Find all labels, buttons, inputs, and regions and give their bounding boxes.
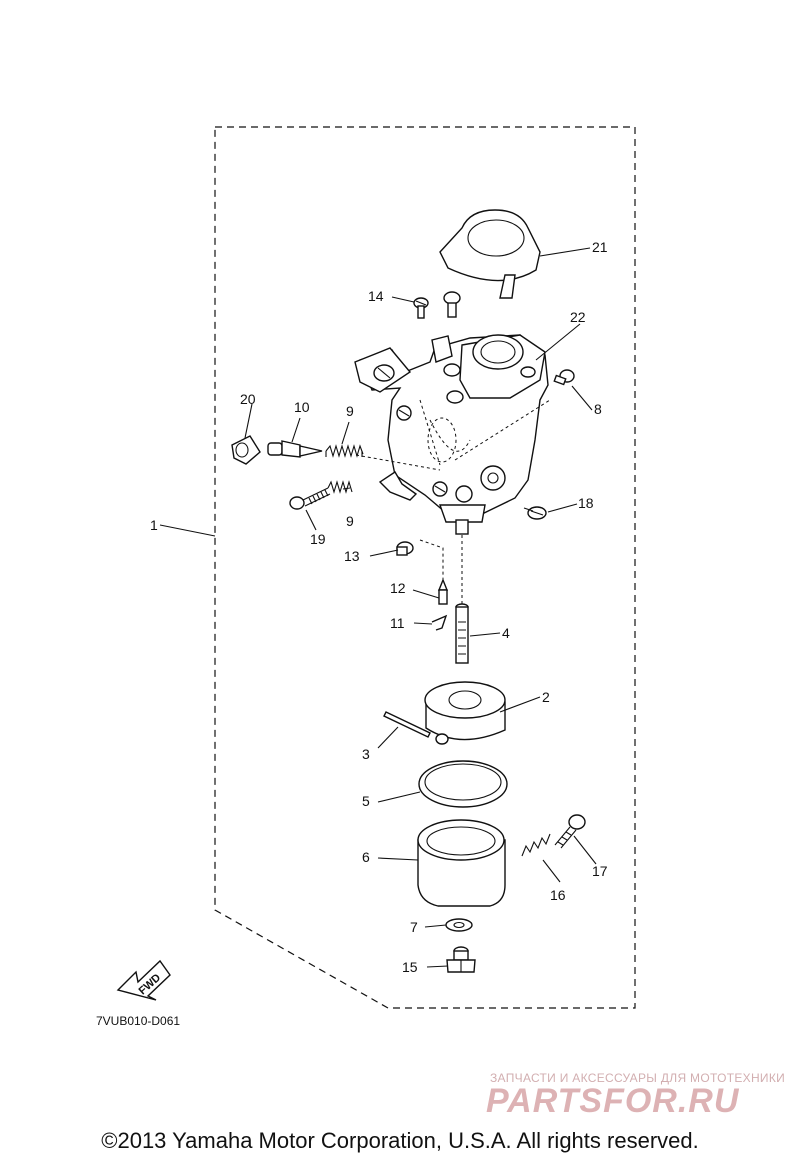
part-17-drain-screw bbox=[554, 814, 586, 849]
label-20: 20 bbox=[240, 391, 256, 407]
part-4-main-nozzle bbox=[455, 603, 469, 664]
part-labels: 1 2 3 4 5 6 7 8 9 9 10 11 12 13 14 15 16… bbox=[150, 239, 608, 975]
label-22: 22 bbox=[570, 309, 586, 325]
fwd-arrow-icon: FWD bbox=[116, 959, 171, 1001]
part-21-cover bbox=[439, 209, 541, 299]
part-14-screw bbox=[413, 297, 429, 319]
label-16: 16 bbox=[550, 887, 566, 903]
part-18-screw bbox=[523, 506, 547, 520]
part-2-float bbox=[424, 681, 506, 745]
screw-above-22 bbox=[443, 291, 461, 318]
assembly-boundary bbox=[214, 126, 636, 1009]
label-9-lower: 9 bbox=[346, 513, 354, 529]
copyright-footer: ©2013 Yamaha Motor Corporation, U.S.A. A… bbox=[101, 1128, 699, 1153]
label-3: 3 bbox=[362, 746, 370, 762]
label-9-upper: 9 bbox=[346, 403, 354, 419]
label-1: 1 bbox=[150, 517, 158, 533]
part-13-screw bbox=[396, 541, 414, 556]
label-10: 10 bbox=[294, 399, 310, 415]
part-12-jet bbox=[437, 578, 449, 605]
label-11: 11 bbox=[390, 615, 405, 631]
watermark: ЗАПЧАСТИ И АКСЕССУАРЫ ДЛЯ МОТОТЕХНИКИ PA… bbox=[486, 1071, 785, 1120]
part-7-washer bbox=[445, 918, 473, 932]
part-20-cap bbox=[231, 435, 261, 465]
label-8: 8 bbox=[594, 401, 602, 417]
part-10-pilot-screw bbox=[267, 440, 323, 458]
label-12: 12 bbox=[390, 580, 406, 596]
label-17: 17 bbox=[592, 863, 608, 879]
part-5-gasket bbox=[418, 760, 508, 808]
label-6: 6 bbox=[362, 849, 370, 865]
label-15: 15 bbox=[402, 959, 418, 975]
label-5: 5 bbox=[362, 793, 370, 809]
diagram-ref-code: 7VUB010-D061 bbox=[96, 1014, 180, 1028]
label-7: 7 bbox=[410, 919, 418, 935]
label-18: 18 bbox=[578, 495, 594, 511]
part-15-drain-bolt bbox=[446, 946, 476, 973]
label-19: 19 bbox=[310, 531, 326, 547]
label-4: 4 bbox=[502, 625, 510, 641]
part-3-pin bbox=[383, 711, 431, 738]
label-13: 13 bbox=[344, 548, 360, 564]
part-16-spring bbox=[521, 833, 551, 857]
carburetor-body bbox=[354, 334, 551, 535]
watermark-tagline: ЗАПЧАСТИ И АКСЕССУАРЫ ДЛЯ МОТОТЕХНИКИ bbox=[490, 1071, 785, 1085]
alignment-line-pilot bbox=[355, 454, 441, 471]
watermark-brand: PARTSFOR.RU bbox=[486, 1082, 740, 1120]
part-8-screw bbox=[553, 369, 575, 386]
label-21: 21 bbox=[592, 239, 608, 255]
part-11-clip bbox=[431, 614, 448, 631]
label-2: 2 bbox=[542, 689, 550, 705]
leader-lines bbox=[159, 247, 597, 968]
alignment-line-jets bbox=[419, 535, 463, 605]
part-9-spring-lower bbox=[327, 480, 353, 494]
part-6-float-chamber bbox=[417, 819, 506, 907]
part-19-screw bbox=[289, 487, 331, 510]
label-14: 14 bbox=[368, 288, 384, 304]
